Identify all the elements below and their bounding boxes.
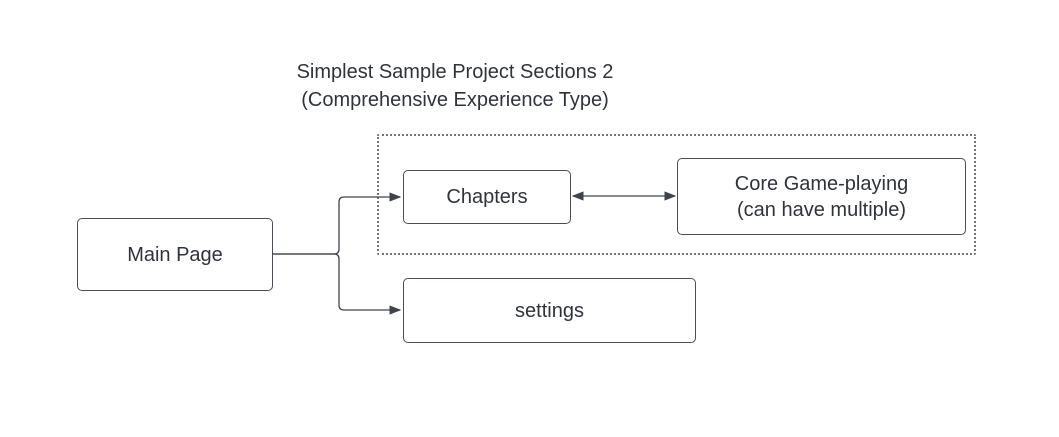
diagram-title: Simplest Sample Project Sections 2 (Comp… xyxy=(240,58,670,114)
settings-label: settings xyxy=(515,299,584,322)
main-page-node: Main Page xyxy=(77,218,273,291)
core-game-playing-label: Core Game-playing xyxy=(734,172,909,195)
settings-node: settings xyxy=(403,278,696,343)
title-line-1: Simplest Sample Project Sections 2 xyxy=(296,61,614,83)
connector-main-to-settings xyxy=(273,253,402,315)
chapters-node: Chapters xyxy=(403,170,571,224)
title-line-2: (Comprehensive Experience Type) xyxy=(301,89,609,111)
main-page-label: Main Page xyxy=(127,243,223,266)
connector-main-to-chapters xyxy=(273,192,402,255)
core-game-playing-note: (can have multiple) xyxy=(737,198,906,221)
core-game-playing-node: Core Game-playing (can have multiple) xyxy=(677,158,966,235)
chapters-label: Chapters xyxy=(446,186,528,208)
gameplay-group-boundary xyxy=(377,134,976,255)
